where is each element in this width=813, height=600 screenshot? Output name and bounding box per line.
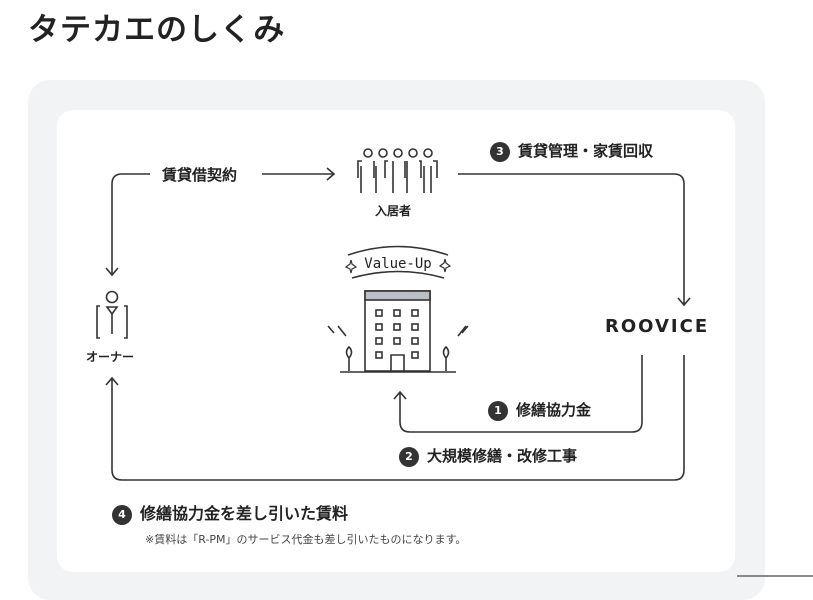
arrow-head (677, 297, 691, 307)
flow-lines: Value-Up (96, 148, 691, 481)
footnote: ※賃料は「R-PM」のサービス代金も差し引いたものになります。 (145, 533, 467, 546)
lease-line-left (111, 173, 150, 275)
owner-icon (96, 290, 128, 339)
step-label: 修繕協力金 (516, 401, 592, 419)
step-number: 4 (112, 505, 132, 525)
step-number: 3 (490, 142, 510, 162)
step-3: 3 賃貸管理・家賃回収 (490, 140, 654, 162)
value-up-label: Value-Up (364, 256, 431, 272)
tenants-label: 入居者 (375, 204, 412, 218)
roovice-label: ROOVICE (605, 316, 710, 337)
arrow-head (105, 267, 119, 277)
step-2: 2 大規模修繕・改修工事 (395, 445, 582, 467)
step-label: 大規模修繕・改修工事 (427, 447, 578, 465)
tenants-icon (357, 148, 438, 193)
step-1: 1 修繕協力金 (484, 399, 596, 421)
arrow-head (326, 167, 336, 181)
owner-label: オーナー (86, 350, 135, 364)
step-4: 4 修繕協力金を差し引いた賃料 (112, 500, 349, 525)
rent-line (111, 355, 685, 481)
building-icon (327, 245, 469, 373)
step-label: 賃貸管理・家賃回収 (518, 142, 654, 160)
lease-contract-label: 賃貸借契約 (158, 164, 242, 185)
repair-fund-line (399, 355, 643, 433)
step-number: 1 (488, 401, 508, 421)
divider (737, 575, 813, 577)
step-label: 修繕協力金を差し引いた賃料 (140, 504, 349, 523)
arrow-head (393, 390, 407, 400)
management-line (458, 173, 685, 305)
page-title: タテカエのしくみ (28, 12, 286, 48)
arrow-head (105, 376, 119, 386)
step-number: 2 (399, 447, 419, 467)
